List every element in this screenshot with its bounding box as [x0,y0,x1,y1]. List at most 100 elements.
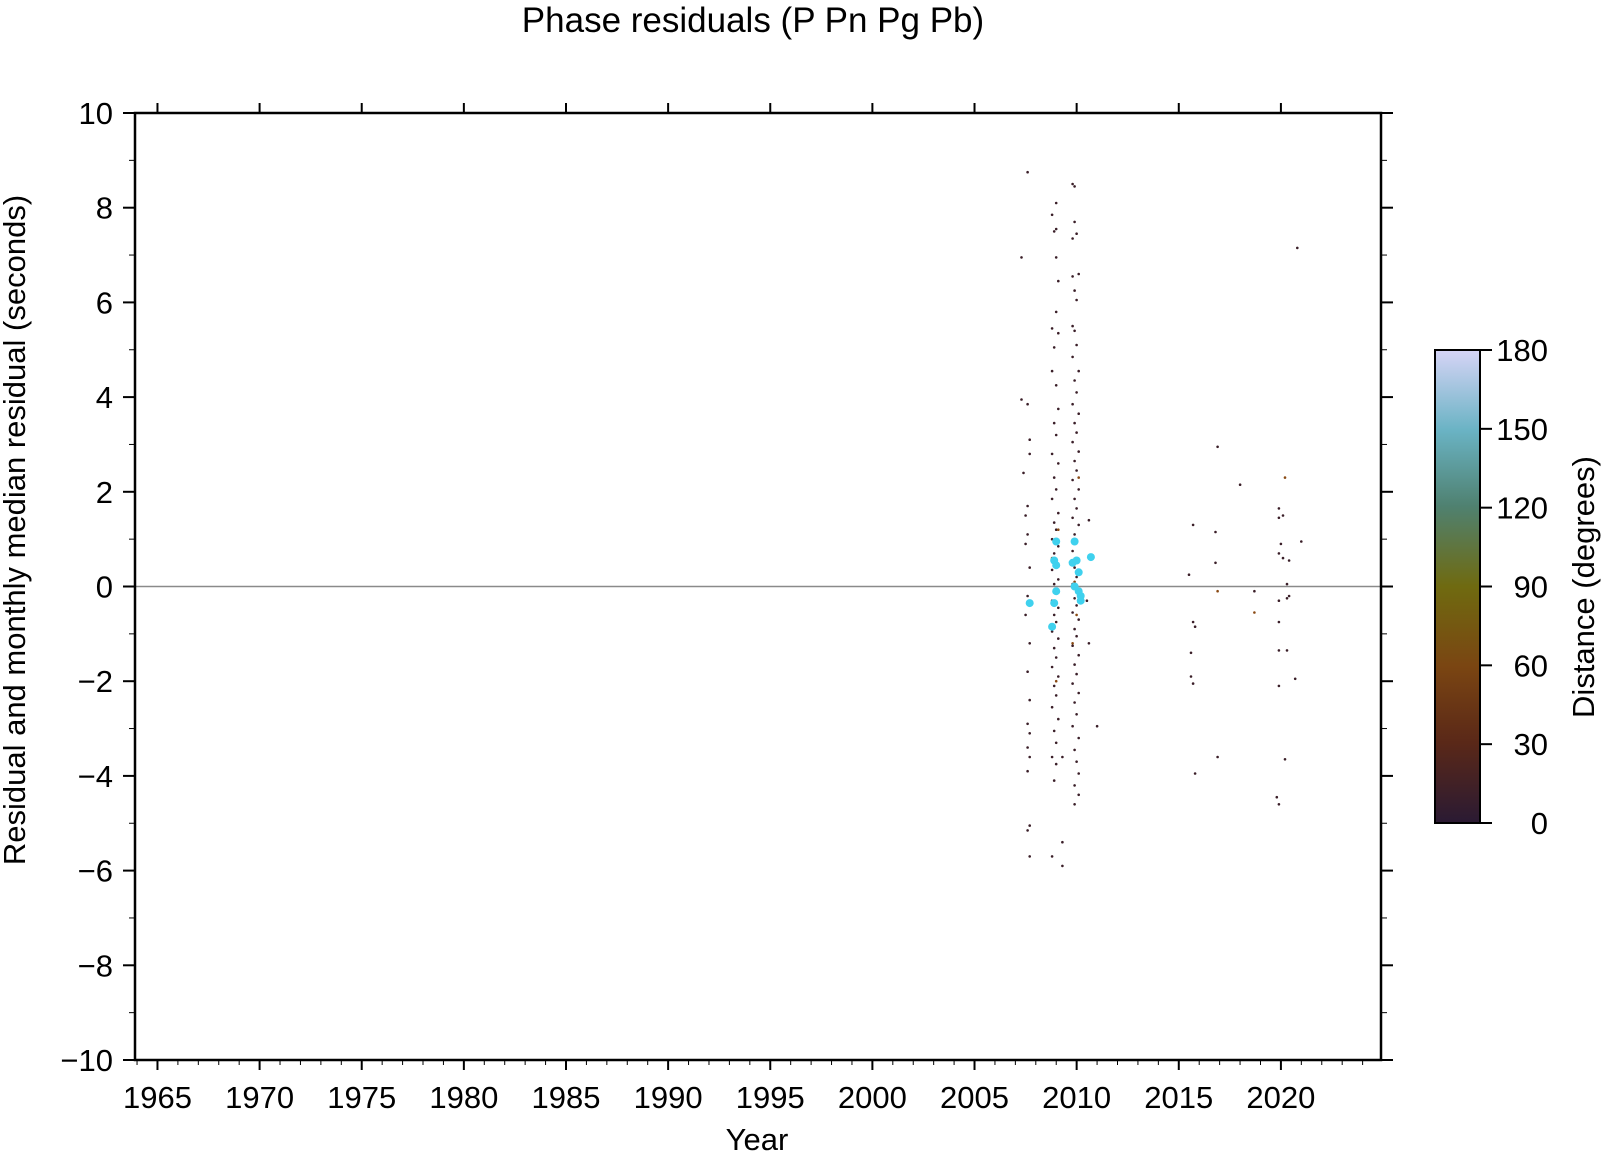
residual-point [1071,355,1074,359]
residual-point [1073,533,1076,536]
residual-point [1077,618,1080,621]
residual-point [1050,213,1054,217]
residual-point [1052,230,1056,233]
residual-point [1052,729,1056,733]
residual-point [1057,637,1060,640]
residual-point [1073,748,1076,752]
residual-point [1057,717,1060,721]
residual-point [1075,469,1078,472]
residual-point [1052,646,1056,650]
residual-point [1057,279,1060,283]
residual-point [1075,232,1078,235]
residual-point [1253,589,1256,593]
residual-point [1071,516,1074,520]
residual-point [1028,732,1031,735]
residual-point [1071,642,1074,645]
residual-point [1061,755,1064,759]
residual-point [1026,170,1029,174]
residual-point [1071,237,1074,240]
residual-point [1054,656,1058,659]
residual-point [1054,488,1058,491]
residual-point [1057,675,1060,678]
residual-point [1026,402,1029,406]
residual-point [1075,760,1078,763]
residual-point [1054,433,1058,437]
residual-point [1028,566,1031,569]
residual-point [1057,545,1060,548]
colorbar-tick-label: 30 [1514,727,1548,762]
residual-point [1296,246,1299,250]
residual-point [1028,452,1031,456]
residual-point [1050,755,1054,759]
residual-point [1293,677,1297,681]
residual-point [1095,724,1099,728]
residual-point [1277,516,1281,520]
residual-point [1061,840,1064,844]
residual-point [1050,665,1054,669]
x-tick-label: 1975 [327,1080,396,1115]
residual-point [1052,779,1056,782]
residual-point [1277,649,1281,652]
x-tick-label: 1985 [532,1080,601,1115]
y-tick-label: −8 [78,948,113,983]
residual-point [1077,272,1080,276]
residual-point [1028,755,1031,759]
median-point [1052,537,1061,546]
colorbar-tick-label: 0 [1531,806,1548,841]
residual-point [1071,644,1074,647]
residual-point [1277,620,1281,624]
chart-title: Phase residuals (P Pn Pg Pb) [522,1,984,40]
residual-point [1026,746,1029,749]
residual-point [1075,343,1078,347]
residual-point [1057,578,1060,581]
residual-point [1085,599,1089,602]
residual-point [1077,736,1080,740]
colorbar-tick-label: 180 [1496,333,1548,368]
residual-point [1277,552,1281,555]
residual-point [1073,185,1076,188]
residual-point [1077,488,1080,491]
residual-point [1087,642,1091,645]
residual-point [1028,824,1031,827]
residual-point [1071,611,1074,614]
residual-point [1054,741,1058,745]
colorbar-title: Distance (degrees) [1566,456,1601,718]
residual-point [1026,769,1029,773]
residual-point [1216,589,1219,593]
residual-point [1071,724,1074,728]
colorbar-tick-label: 150 [1496,412,1548,447]
residual-point [1077,476,1080,479]
residual-point [1287,559,1291,562]
residual-point [1275,795,1279,799]
x-tick-label: 1970 [225,1080,294,1115]
x-tick-label: 2010 [1042,1080,1111,1115]
residual-point [1285,649,1289,652]
residual-point [1073,597,1076,600]
residual-point [1073,220,1076,224]
residual-point [1028,438,1031,442]
residual-point [1054,310,1058,314]
median-point [1025,599,1034,608]
residual-point [1026,533,1029,536]
residual-point [1277,684,1281,688]
residual-point [1052,582,1056,586]
residual-point [1026,504,1029,508]
median-point [1072,556,1081,565]
residual-point [1026,722,1029,726]
residual-point [1087,518,1091,522]
residual-point [1073,289,1076,292]
residual-point [1189,651,1193,655]
residual-point [1071,182,1074,186]
residual-point [1071,682,1074,685]
residual-point [1075,604,1078,607]
colorbar-tick-label: 120 [1496,491,1548,526]
colorbar-gradient [1434,349,1481,824]
residual-point [1024,542,1027,546]
residual-point [1073,497,1076,501]
residual-point [1077,412,1080,416]
residual-point [1073,329,1076,333]
residual-point [1193,772,1197,775]
residual-point [1216,755,1219,759]
